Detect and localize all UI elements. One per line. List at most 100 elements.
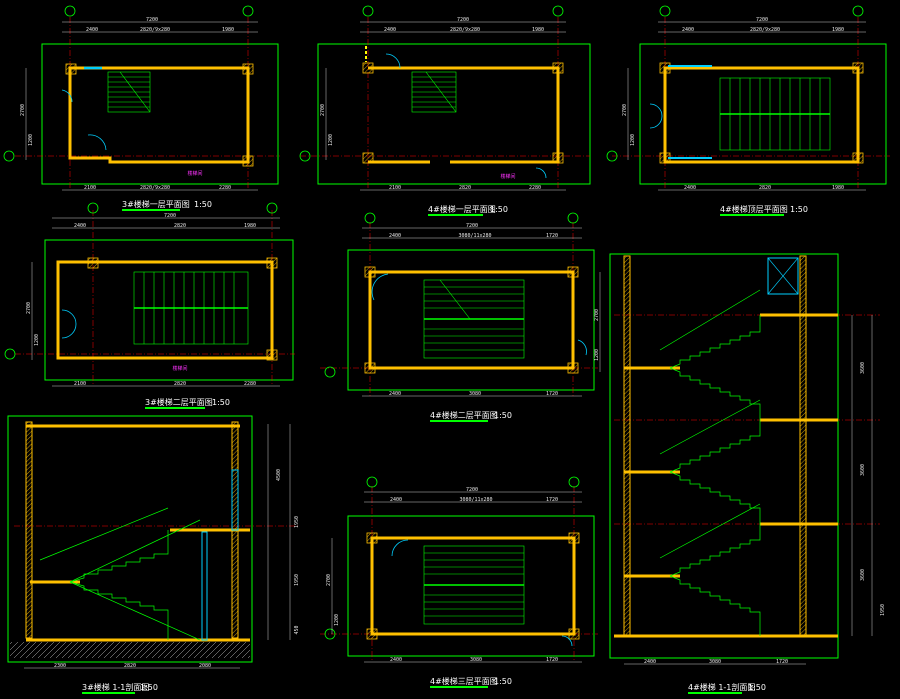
svg-text:1950: 1950 bbox=[880, 604, 886, 616]
svg-text:1980: 1980 bbox=[532, 27, 544, 33]
svg-text:2100: 2100 bbox=[84, 185, 96, 191]
svg-text:1980: 1980 bbox=[832, 27, 844, 33]
plan-4-top-floor: 7200 2400 2820/9x280 1980 2400 2820 1980… bbox=[606, 5, 890, 216]
svg-text:1200: 1200 bbox=[28, 134, 34, 146]
svg-text:2820: 2820 bbox=[124, 663, 136, 669]
svg-text:7200: 7200 bbox=[466, 487, 478, 493]
svg-text:1:50: 1:50 bbox=[494, 411, 512, 420]
svg-text:2700: 2700 bbox=[320, 104, 326, 116]
svg-text:3600: 3600 bbox=[860, 362, 866, 374]
svg-text:2820: 2820 bbox=[174, 381, 186, 387]
svg-text:2820: 2820 bbox=[459, 185, 471, 191]
svg-text:2820/9x280: 2820/9x280 bbox=[750, 27, 780, 33]
svg-text:2400: 2400 bbox=[390, 657, 402, 663]
svg-text:2400: 2400 bbox=[644, 659, 656, 665]
panel-frame bbox=[317, 43, 591, 185]
svg-text:1980: 1980 bbox=[244, 223, 256, 229]
svg-text:3080: 3080 bbox=[709, 659, 721, 665]
svg-text:2820/9x280: 2820/9x280 bbox=[140, 27, 170, 33]
svg-text:2280: 2280 bbox=[219, 185, 231, 191]
svg-text:1980: 1980 bbox=[832, 185, 844, 191]
plan-3-floor1: 7200 2400 2820/9x280 1980 2100 2820/9x28… bbox=[3, 5, 280, 211]
svg-text:2820/9x280: 2820/9x280 bbox=[140, 185, 170, 191]
svg-text:450: 450 bbox=[294, 625, 300, 634]
svg-text:2300: 2300 bbox=[54, 663, 66, 669]
svg-text:2400: 2400 bbox=[389, 233, 401, 239]
panel-title: 3#楼梯二层平面图 bbox=[145, 397, 213, 407]
panel-title: 4#楼梯顶层平面图 bbox=[720, 204, 788, 214]
section-3-1-1: 4500 1950 1950 450 2300 2820 2080 3#楼梯 1… bbox=[7, 415, 300, 694]
panel-frame bbox=[347, 515, 595, 657]
svg-text:1720: 1720 bbox=[546, 233, 558, 239]
svg-text:1:50: 1:50 bbox=[140, 683, 158, 692]
svg-text:2280: 2280 bbox=[244, 381, 256, 387]
svg-text:2400: 2400 bbox=[390, 497, 402, 503]
svg-text:2820: 2820 bbox=[174, 223, 186, 229]
svg-text:2400: 2400 bbox=[389, 391, 401, 397]
svg-text:2400: 2400 bbox=[684, 185, 696, 191]
panel-frame bbox=[7, 415, 253, 663]
panel-frame bbox=[609, 253, 839, 659]
panel-title: 4#楼梯一层平面图 bbox=[428, 204, 496, 214]
svg-text:1:50: 1:50 bbox=[194, 200, 212, 209]
svg-text:2820/9x280: 2820/9x280 bbox=[450, 27, 480, 33]
panel-title: 3#楼梯一层平面图 bbox=[122, 199, 190, 209]
svg-text:2700: 2700 bbox=[594, 309, 600, 321]
svg-text:2700: 2700 bbox=[26, 302, 32, 314]
panel-frame bbox=[41, 43, 279, 185]
svg-text:1:50: 1:50 bbox=[212, 398, 230, 407]
svg-text:1200: 1200 bbox=[334, 614, 340, 626]
svg-text:1980: 1980 bbox=[222, 27, 234, 33]
svg-text:1720: 1720 bbox=[776, 659, 788, 665]
svg-text:1950: 1950 bbox=[294, 516, 300, 528]
panel-frame bbox=[347, 249, 595, 391]
svg-text:4500: 4500 bbox=[276, 469, 282, 481]
panel-title: 4#楼梯 1-1剖面图 bbox=[688, 682, 755, 692]
plan-4-floor2: 7200 2400 3080/11x280 1720 2400 3080 172… bbox=[320, 212, 601, 422]
plan-4-floor1: 7200 2400 2820/9x280 1980 2100 2820 2280… bbox=[299, 5, 591, 216]
svg-text:1950: 1950 bbox=[294, 574, 300, 586]
svg-text:7200: 7200 bbox=[164, 213, 176, 219]
panel-title: 3#楼梯 1-1剖面图 bbox=[82, 682, 149, 692]
svg-text:2100: 2100 bbox=[389, 185, 401, 191]
section-4-1-1: 3600 3600 3600 1950 2400 3080 1720 4#楼梯 … bbox=[609, 253, 886, 694]
svg-text:2820: 2820 bbox=[759, 185, 771, 191]
svg-text:3080: 3080 bbox=[469, 391, 481, 397]
svg-text:2700: 2700 bbox=[326, 574, 332, 586]
panel-title: 4#楼梯三层平面图 bbox=[430, 676, 498, 686]
svg-text:1720: 1720 bbox=[546, 657, 558, 663]
svg-text:2700: 2700 bbox=[20, 104, 26, 116]
panel-frame bbox=[44, 239, 294, 381]
dim-top-total: 7200 bbox=[146, 17, 158, 23]
panel-title: 4#楼梯二层平面图 bbox=[430, 410, 498, 420]
svg-text:7200: 7200 bbox=[457, 17, 469, 23]
svg-text:1200: 1200 bbox=[594, 349, 600, 361]
svg-text:2400: 2400 bbox=[86, 27, 98, 33]
svg-text:7200: 7200 bbox=[466, 223, 478, 229]
svg-text:1720: 1720 bbox=[546, 497, 558, 503]
svg-text:3600: 3600 bbox=[860, 569, 866, 581]
svg-text:楼梯间: 楼梯间 bbox=[187, 170, 202, 177]
svg-text:楼梯间: 楼梯间 bbox=[500, 173, 515, 180]
svg-text:1200: 1200 bbox=[630, 134, 636, 146]
svg-text:2400: 2400 bbox=[74, 223, 86, 229]
svg-text:1:50: 1:50 bbox=[748, 683, 766, 692]
svg-text:1:50: 1:50 bbox=[490, 205, 508, 214]
plan-4-floor3: 7200 2400 3080/11x280 1720 2400 3080 172… bbox=[320, 476, 598, 688]
svg-text:1720: 1720 bbox=[546, 391, 558, 397]
svg-text:3080: 3080 bbox=[470, 657, 482, 663]
svg-text:3080/11x280: 3080/11x280 bbox=[458, 233, 491, 239]
svg-text:楼梯间: 楼梯间 bbox=[172, 365, 187, 372]
plan-3-floor2: 7200 2400 2820 1980 2100 2820 2280 2700 … bbox=[4, 202, 295, 409]
svg-text:3600: 3600 bbox=[860, 464, 866, 476]
svg-text:1200: 1200 bbox=[328, 134, 334, 146]
svg-text:2400: 2400 bbox=[384, 27, 396, 33]
svg-text:7200: 7200 bbox=[756, 17, 768, 23]
svg-text:2100: 2100 bbox=[74, 381, 86, 387]
svg-text:2080: 2080 bbox=[199, 663, 211, 669]
svg-text:2700: 2700 bbox=[622, 104, 628, 116]
svg-text:3080/11x280: 3080/11x280 bbox=[459, 497, 492, 503]
panel-frame bbox=[639, 43, 887, 185]
svg-text:1200: 1200 bbox=[34, 334, 40, 346]
